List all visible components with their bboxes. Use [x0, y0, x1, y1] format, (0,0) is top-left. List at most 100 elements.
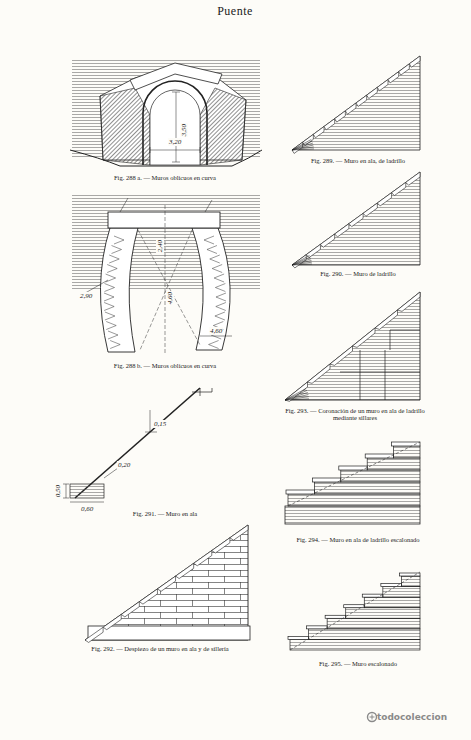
skew-wall-elevation — [70, 58, 262, 166]
brick-wing-wall-part-part — [367, 87, 378, 98]
brick-wall-part-part — [363, 203, 377, 216]
skew-wall-plan-part-part — [107, 265, 117, 273]
figure-caption: Fig. 294. — Muro en ala de ladrillo esca… — [283, 536, 433, 543]
brick-wing-wall-part-part — [303, 134, 314, 145]
brick-wall-part-part — [377, 193, 391, 206]
wall-with-ashlar-coping-part — [280, 290, 425, 405]
skew-wall-plan-part-part — [216, 303, 226, 311]
skew-wall-plan-part-part — [110, 341, 120, 349]
skew-wall-plan-part — [100, 228, 138, 352]
skew-wall-plan-part — [108, 212, 220, 228]
brick-wall-part — [292, 172, 420, 268]
skew-wall-plan-part-part — [114, 236, 124, 244]
wall-with-ashlar-coping-part-part — [285, 390, 307, 400]
brick-wall-part-part — [292, 255, 310, 265]
skew-wall-plan-part-part — [112, 246, 122, 254]
skew-wall-plan-part-part — [105, 312, 115, 320]
ashlar-wing-wall-part-part — [194, 551, 212, 566]
skew-wall-plan-part-part — [104, 303, 114, 311]
brick-wing-wall-part-part — [292, 141, 312, 150]
skew-wall-plan-part-part — [215, 284, 225, 292]
wall-with-ashlar-coping-part — [340, 330, 420, 400]
wall-with-ashlar-coping-part — [285, 292, 420, 401]
stepped-brick-wall-part-part — [339, 466, 367, 470]
watermark-text: todocoleccion — [377, 712, 447, 722]
brick-wing-wall-part — [292, 56, 420, 153]
ashlar-wing-wall — [80, 520, 255, 645]
brick-wing-wall-part-part — [292, 145, 313, 150]
wing-wall-section-part — [192, 388, 212, 396]
stepped-brick-wall-part-part — [288, 494, 420, 506]
stepped-wall-part-part — [344, 605, 365, 608]
ashlar-wing-wall-part-part — [139, 589, 157, 604]
stepped-brick-wall-part-part — [314, 482, 420, 494]
figure-caption: Fig. 290. — Muro de ladrillo — [283, 270, 433, 277]
dimension-label: 0,20 — [117, 461, 131, 469]
brick-wing-wall-part-part — [388, 72, 399, 83]
stepped-brick-wall-part — [288, 442, 420, 506]
stepped-wall-part-part — [399, 573, 420, 576]
skew-wall-plan-part-part — [106, 322, 116, 330]
brick-wall-part-part — [320, 234, 334, 247]
skew-wall-plan-part-part — [108, 331, 118, 339]
skew-wall-elevation-part — [150, 90, 200, 165]
brick-wing-wall-part-part — [324, 119, 335, 130]
watermark-icon-part — [370, 715, 375, 720]
stepped-wall-part-part — [364, 597, 420, 608]
dimension-label: 3,50 — [180, 123, 188, 137]
stepped-wall-part-part — [325, 615, 346, 618]
ashlar-wing-wall-part-part — [103, 614, 121, 629]
ashlar-wing-wall-part-part — [85, 627, 103, 642]
skew-wall-elevation-part — [150, 147, 200, 153]
skew-wall-plan-part — [138, 205, 200, 355]
stepped-wall-part-part — [307, 626, 328, 629]
skew-wall-plan-part-part — [216, 293, 226, 301]
ashlar-wing-wall-part-part — [212, 538, 230, 553]
wall-with-ashlar-coping-part-part — [308, 364, 331, 383]
skew-wall-plan-part — [80, 280, 232, 336]
brick-wing-wall-part-part — [313, 127, 324, 138]
wing-wall-section-part — [70, 484, 104, 498]
watermark-icon — [368, 713, 377, 722]
brick-wing-wall-part-part — [377, 80, 388, 91]
stepped-wall-part-part — [288, 636, 309, 639]
plate-title: Puente — [217, 5, 253, 19]
wing-wall-section — [63, 388, 212, 502]
skew-wall-plan-part — [72, 195, 260, 290]
stepped-brick-wall-part-part — [365, 454, 393, 458]
brick-wall-part — [292, 172, 420, 265]
brick-wall-part-part — [306, 244, 320, 257]
skew-wall-plan-part-part — [105, 284, 115, 292]
brick-wing-wall-part-part — [335, 111, 346, 122]
brick-wall-part-part — [349, 213, 363, 226]
wall-with-ashlar-coping-part-part — [353, 328, 376, 347]
dimension-label: 4,60 — [166, 291, 174, 305]
ashlar-wing-wall-part-part — [230, 525, 248, 540]
wing-wall-section-part — [75, 388, 200, 498]
brick-wing-wall-part — [292, 139, 314, 150]
stepped-brick-wall-part-part — [286, 490, 314, 494]
stepped-wall-part-part — [362, 594, 383, 597]
ashlar-wing-wall-part-part — [176, 563, 194, 578]
brick-wall-part-part — [406, 172, 420, 185]
stepped-brick-wall-part — [286, 442, 420, 506]
skew-wall-elevation-part — [143, 81, 207, 165]
figure-caption: Fig. 292. — Despiezo de un muro en ala y… — [58, 645, 262, 652]
brick-wing-wall-part — [292, 56, 420, 150]
brick-wing-wall — [292, 56, 420, 153]
dimension-label: 0,50 — [54, 484, 62, 498]
skew-wall-elevation-part — [70, 150, 262, 166]
skew-wall-plan-part-part — [209, 341, 219, 349]
wing-wall-section-part — [63, 484, 104, 502]
brick-wing-wall-part-part — [356, 95, 367, 106]
wall-with-ashlar-coping-part-part — [375, 310, 398, 329]
brick-wall — [292, 172, 420, 268]
wall-with-ashlar-coping-part-part — [285, 395, 308, 400]
wall-with-ashlar-coping-part-part — [285, 388, 306, 400]
skew-wall-plan-part — [120, 198, 212, 212]
dimension-label: 0,15 — [153, 420, 167, 428]
ashlar-wing-wall-part — [80, 520, 255, 645]
stepped-brick-wall — [285, 442, 420, 524]
